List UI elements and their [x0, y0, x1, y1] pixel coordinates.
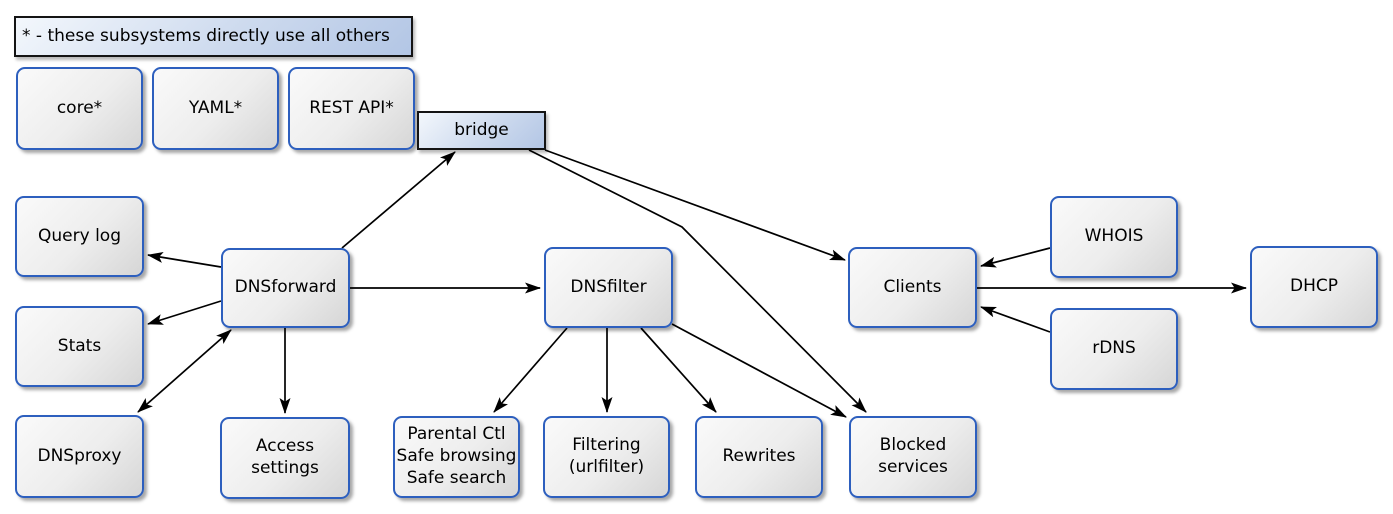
- edge-dnsforward-dnsproxy: [137, 329, 232, 413]
- node-query-log: Query log: [15, 196, 144, 277]
- edge-dnsforward-bridge: [341, 151, 456, 249]
- edge-bridge-blocked_services: [528, 149, 867, 413]
- node-filtering-urlfilter: Filtering (urlfilter): [543, 416, 670, 498]
- edge-whois-clients: [980, 247, 1051, 268]
- node-blocked-services: Blocked services: [849, 416, 977, 498]
- edge-bridge-clients: [544, 149, 846, 261]
- edge-rdns-clients: [980, 306, 1051, 333]
- node-stats: Stats: [15, 306, 144, 387]
- node-access-settings: Access settings: [220, 417, 350, 499]
- node-rdns: rDNS: [1050, 308, 1178, 390]
- edge-dnsforward-stats: [147, 300, 222, 325]
- node-core: core*: [16, 67, 143, 150]
- edge-dnsfilter-parental: [493, 327, 568, 413]
- edge-dnsforward-query_log: [147, 252, 222, 268]
- node-clients: Clients: [848, 247, 977, 328]
- node-bridge: bridge: [417, 111, 546, 150]
- node-rest-api: REST API*: [288, 67, 415, 150]
- node-dhcp: DHCP: [1250, 246, 1378, 328]
- node-dnsproxy: DNSproxy: [15, 415, 144, 498]
- node-dnsforward: DNSforward: [221, 248, 350, 328]
- node-parental-safebrowsing-safesearch: Parental Ctl Safe browsing Safe search: [393, 416, 520, 498]
- edge-dnsfilter-rewrites: [640, 327, 717, 413]
- edge-dnsfilter-blocked_services: [671, 323, 847, 418]
- node-yaml: YAML*: [152, 67, 279, 150]
- node-rewrites: Rewrites: [695, 416, 823, 498]
- legend-note: * - these subsystems directly use all ot…: [14, 16, 413, 57]
- node-dnsfilter: DNSfilter: [544, 247, 673, 328]
- node-whois: WHOIS: [1050, 196, 1178, 278]
